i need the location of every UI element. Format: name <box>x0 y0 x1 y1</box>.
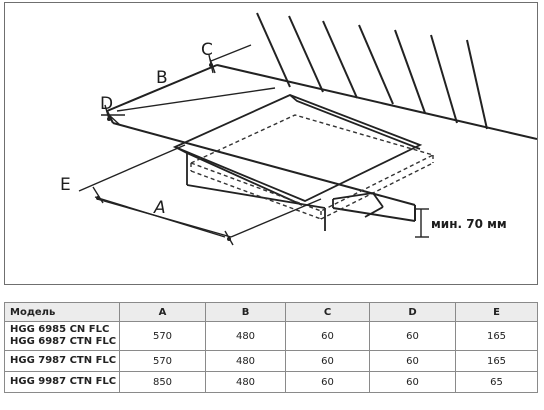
installation-diagram: C B D E A мин. 70 мм <box>4 2 538 285</box>
table-row: HGG 9987 CTN FLC 850 480 60 60 65 <box>4 371 538 393</box>
cell-c: 60 <box>285 321 370 351</box>
dimensions-table: Модель A B C D E HGG 6985 CN FLC HGG 698… <box>4 302 538 393</box>
dimension-a <box>96 198 322 246</box>
cell-a: 570 <box>119 350 206 372</box>
cell-model: HGG 6985 CN FLC HGG 6987 CTN FLC <box>4 321 120 351</box>
countertop-outline <box>106 64 537 222</box>
cell-b: 480 <box>205 350 286 372</box>
model-name: HGG 6985 CN FLC <box>10 324 110 335</box>
lower-panel <box>332 192 384 218</box>
cell-c: 60 <box>285 350 370 372</box>
cell-a: 570 <box>119 321 206 351</box>
model-name: HGG 6987 CTN FLC <box>10 336 117 347</box>
model-name: HGG 7987 CTN FLC <box>10 355 117 366</box>
hob-outline-dashed <box>189 114 435 220</box>
cutout-opening <box>172 94 423 231</box>
cell-a: 850 <box>119 371 206 393</box>
label-a: A <box>153 198 166 218</box>
wall-hatching <box>256 12 488 130</box>
header-model: Модель <box>4 302 120 322</box>
dimension-ticks <box>96 63 231 241</box>
cell-e: 65 <box>455 371 538 393</box>
cell-b: 480 <box>205 371 286 393</box>
header-e: E <box>455 302 538 322</box>
cell-c: 60 <box>285 371 370 393</box>
cell-model: HGG 7987 CTN FLC <box>4 350 120 372</box>
label-d: D <box>100 94 113 114</box>
table-row: HGG 7987 CTN FLC 570 480 60 60 165 <box>4 350 538 372</box>
header-d: D <box>369 302 456 322</box>
label-c: C <box>201 40 213 60</box>
header-c: C <box>285 302 370 322</box>
dimension-min-gap <box>415 208 429 238</box>
cell-d: 60 <box>369 371 456 393</box>
label-e: E <box>60 175 71 195</box>
cell-model: HGG 9987 CTN FLC <box>4 371 120 393</box>
cell-e: 165 <box>455 350 538 372</box>
cell-b: 480 <box>205 321 286 351</box>
cell-d: 60 <box>369 321 456 351</box>
dimension-d <box>101 87 276 126</box>
countertop-cutout-drawing: C B D E A мин. 70 мм <box>60 12 537 246</box>
model-name: HGG 9987 CTN FLC <box>10 376 117 387</box>
header-b: B <box>205 302 286 322</box>
min-gap-note: мин. 70 мм <box>431 217 507 231</box>
label-b: B <box>156 68 168 88</box>
table-row: HGG 6985 CN FLC HGG 6987 CTN FLC 570 480… <box>4 321 538 351</box>
header-a: A <box>119 302 206 322</box>
cell-d: 60 <box>369 350 456 372</box>
table-header-row: Модель A B C D E <box>4 302 538 322</box>
cell-e: 165 <box>455 321 538 351</box>
